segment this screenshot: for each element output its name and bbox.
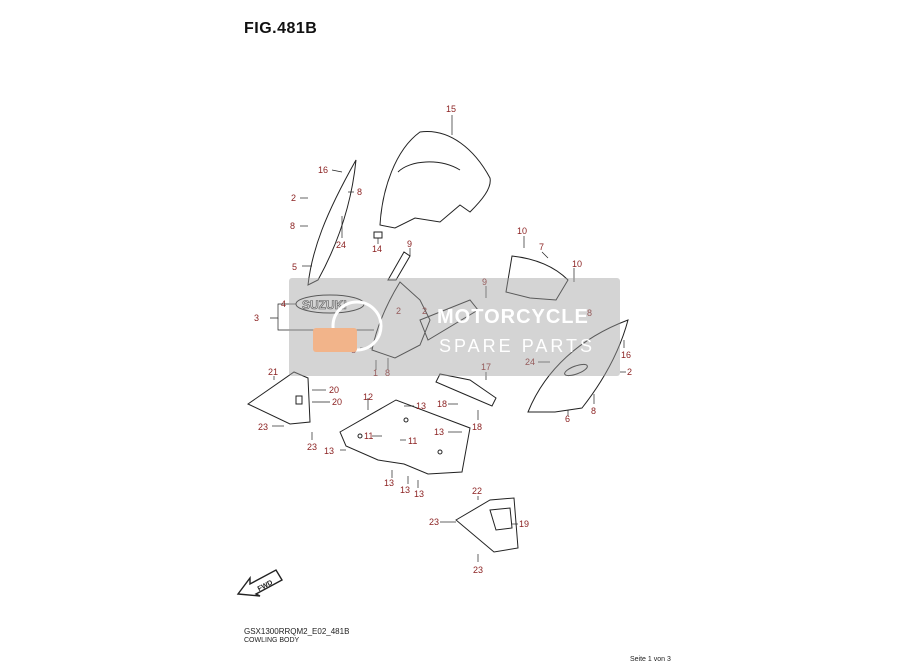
callout-21: 21 — [268, 367, 278, 377]
callout-8: 8 — [587, 308, 592, 318]
callout-6: 6 — [565, 414, 570, 424]
callout-19: 19 — [519, 519, 529, 529]
callout-13: 13 — [414, 489, 424, 499]
inner-cover-part — [339, 399, 471, 475]
callout-10: 10 — [572, 259, 582, 269]
left-inner-panel-part — [307, 159, 357, 286]
callout-24: 24 — [525, 357, 535, 367]
callout-14: 14 — [372, 244, 382, 254]
callout-18: 18 — [472, 422, 482, 432]
callout-3: 3 — [254, 313, 259, 323]
callout-4: 4 — [281, 299, 286, 309]
callout-17: 17 — [481, 362, 491, 372]
callout-23: 23 — [473, 565, 483, 575]
callout-9: 9 — [482, 277, 487, 287]
callout-12: 12 — [363, 392, 373, 402]
callout-13: 13 — [324, 446, 334, 456]
callout-8: 8 — [385, 368, 390, 378]
callout-20: 20 — [329, 385, 339, 395]
watermark-overlay: MOTORCYCLE SPARE PARTS — [289, 278, 620, 376]
watermark-line2: SPARE PARTS — [439, 336, 596, 356]
watermark-line1: MOTORCYCLE — [437, 306, 589, 328]
callout-11: 11 — [408, 436, 417, 446]
callout-2: 2 — [396, 306, 401, 316]
callout-15: 15 — [446, 104, 456, 114]
inner-bracket-part — [435, 373, 497, 407]
callout-5: 5 — [292, 262, 297, 272]
callout-24: 24 — [336, 240, 346, 250]
callout-8: 8 — [290, 221, 295, 231]
model-description: COWLING BODY — [244, 637, 300, 644]
upper-right-panel-part — [505, 255, 569, 301]
callout-13: 13 — [400, 485, 410, 495]
callout-8: 8 — [357, 187, 362, 197]
callout-13: 13 — [434, 427, 444, 437]
lower-right-panel-part — [455, 497, 519, 553]
msp-logo-icon — [313, 300, 383, 352]
callout-16: 16 — [318, 165, 328, 175]
callout-20: 20 — [332, 397, 342, 407]
callout-13: 13 — [384, 478, 394, 488]
lower-left-panel-part — [247, 371, 311, 425]
model-code: GSX1300RRQM2_E02_481B — [244, 627, 350, 636]
callout-16: 16 — [621, 350, 631, 360]
callout-10: 10 — [517, 226, 527, 236]
windscreen-part — [379, 131, 491, 229]
callout-23: 23 — [258, 422, 268, 432]
callout-18: 18 — [437, 399, 447, 409]
page-info: Seite 1 von 3 — [630, 656, 671, 663]
callout-11: 11 — [364, 431, 373, 441]
callout-23: 23 — [429, 517, 439, 527]
callout-2: 2 — [422, 306, 427, 316]
right-side-cowl-part — [527, 319, 629, 413]
callout-2: 2 — [627, 367, 632, 377]
callout-13: 13 — [416, 401, 426, 411]
callout-23: 23 — [307, 442, 317, 452]
suzuki-emblem-text: SUZUKI — [302, 298, 347, 312]
fwd-arrow-icon: FWD — [236, 569, 283, 597]
callout-2: 2 — [291, 193, 296, 203]
front-cowl-part — [371, 281, 431, 359]
callout-8: 8 — [591, 406, 596, 416]
callout-9: 9 — [407, 239, 412, 249]
callout-1: 1 — [373, 368, 378, 378]
callout-7: 7 — [539, 242, 544, 252]
figure-title: FIG.481B — [244, 20, 318, 37]
callout-22: 22 — [472, 486, 482, 496]
